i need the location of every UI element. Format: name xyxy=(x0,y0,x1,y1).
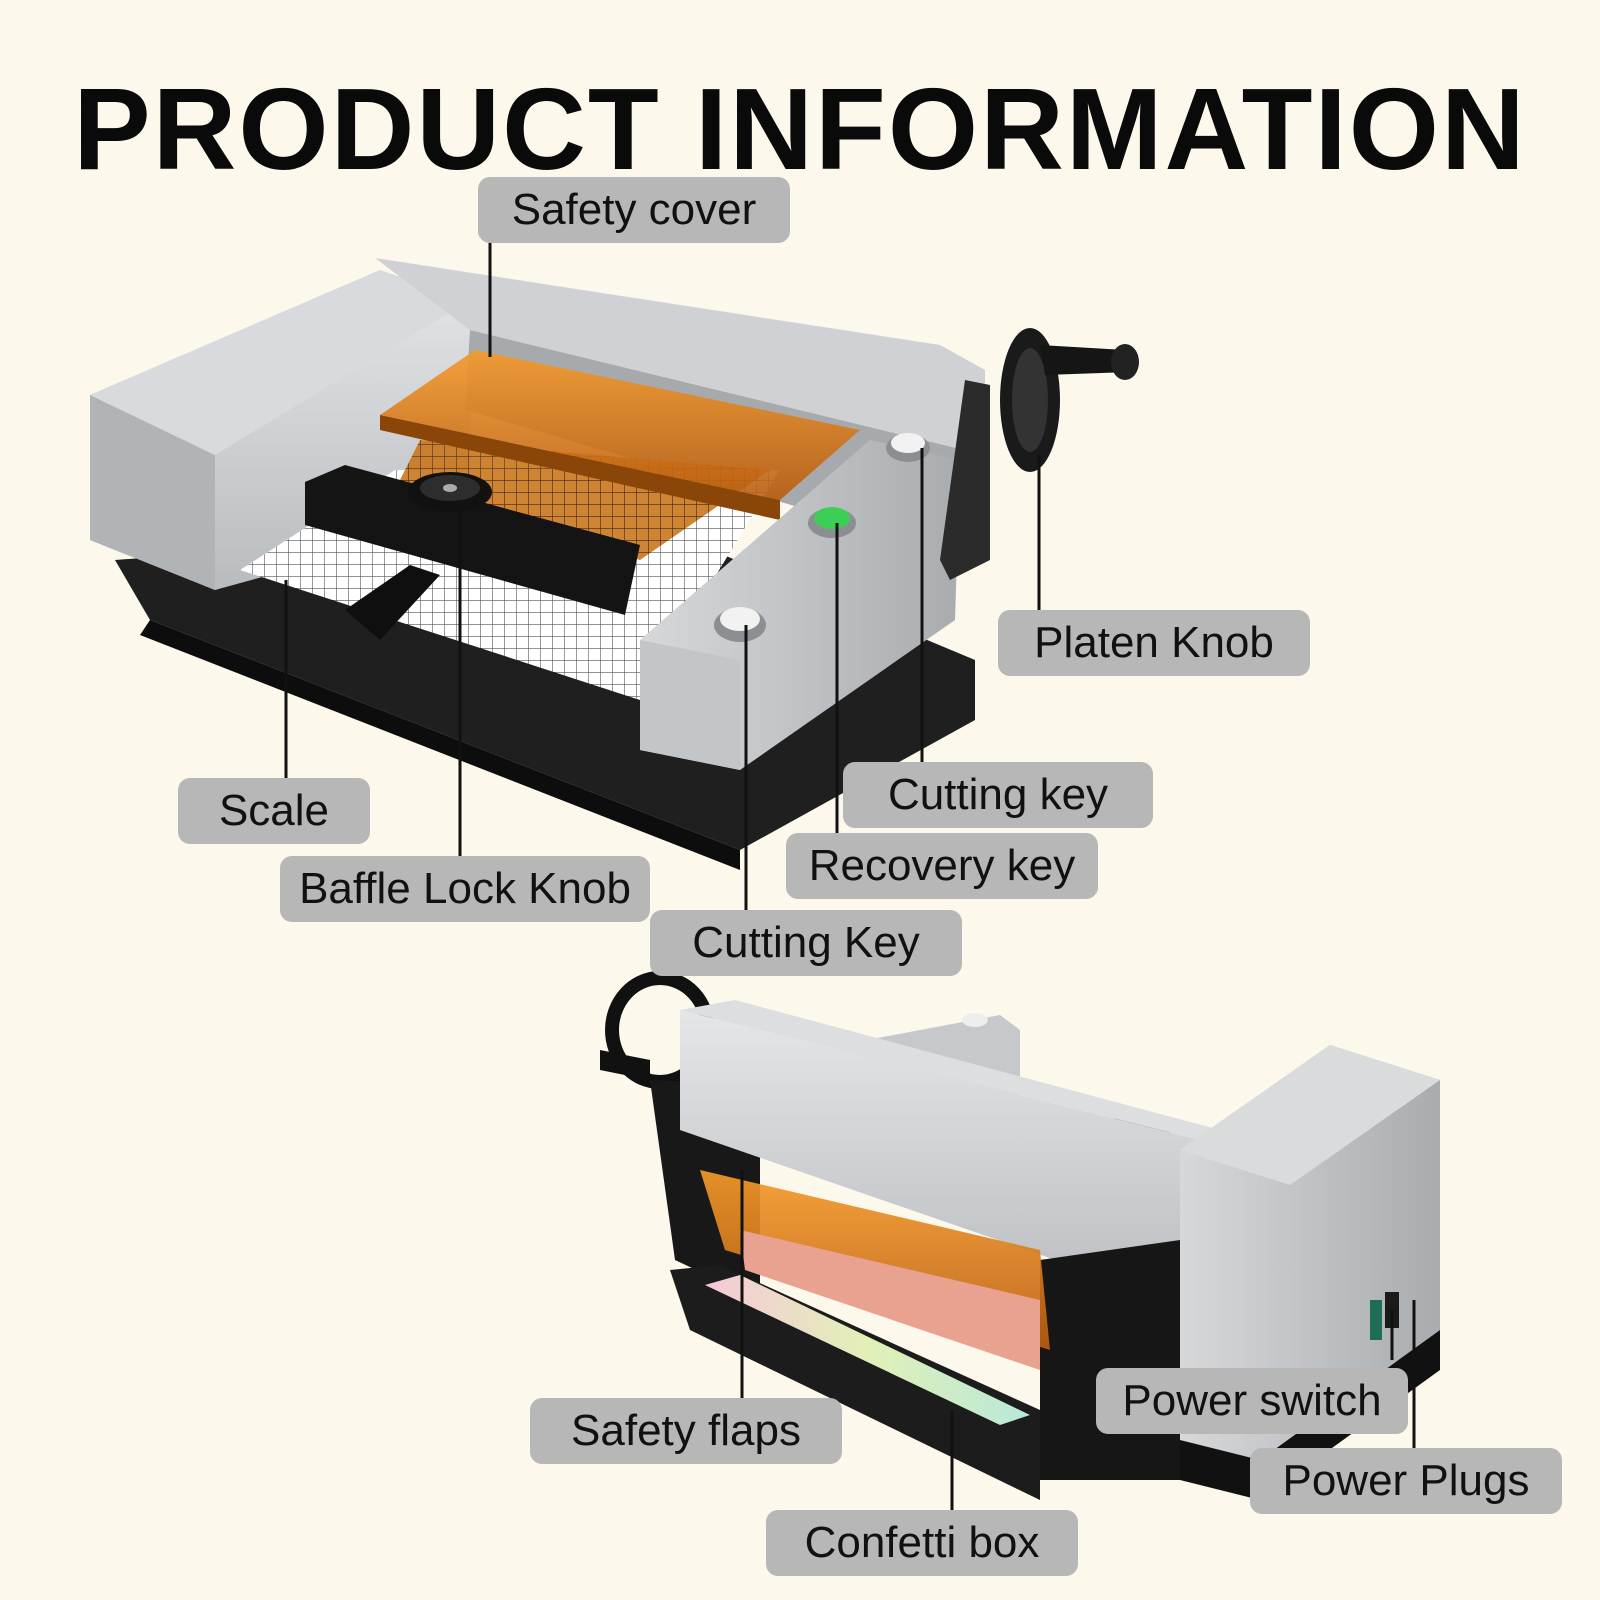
confetti-box-label: Confetti box xyxy=(766,1510,1078,1576)
recovery-key-label: Recovery key xyxy=(786,833,1098,899)
scale-label: Scale xyxy=(178,778,370,844)
platen-knob-label: Platen Knob xyxy=(998,610,1310,676)
cutting-button-lower-icon xyxy=(714,607,766,642)
power-plugs-label: Power Plugs xyxy=(1250,1448,1562,1514)
page-title: PRODUCT INFORMATION xyxy=(73,64,1527,194)
cutting-button-upper-icon xyxy=(886,433,930,462)
leader-lines xyxy=(284,242,1416,1512)
upper-cutter-machine xyxy=(90,258,1139,870)
power-switch-label: Power switch xyxy=(1096,1368,1408,1434)
safety-flaps-label: Safety flaps xyxy=(530,1398,842,1464)
safety-cover-label: Safety cover xyxy=(478,177,790,243)
recovery-button-icon xyxy=(808,507,856,538)
cutting-key-lower-label: Cutting Key xyxy=(650,910,962,976)
baffle-lock-knob-label: Baffle Lock Knob xyxy=(280,856,650,922)
cutting-key-upper-label: Cutting key xyxy=(843,762,1153,828)
